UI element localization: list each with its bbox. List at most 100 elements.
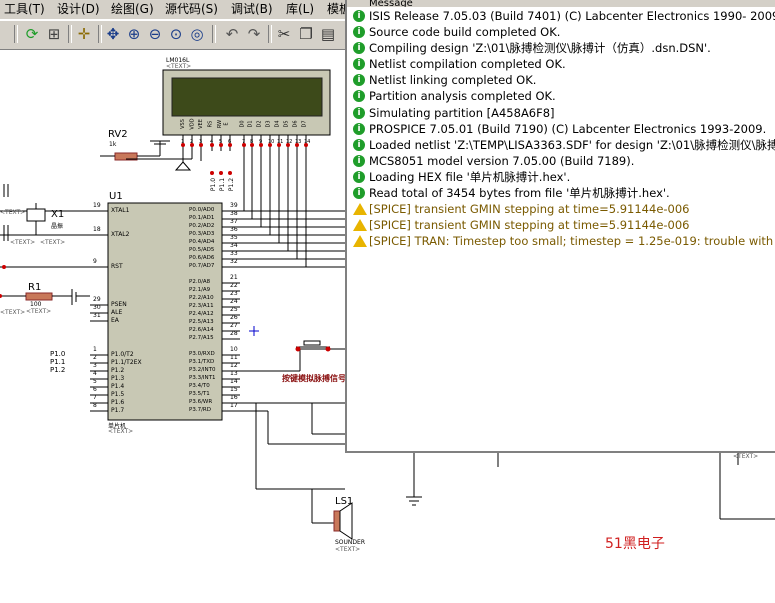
- cut-icon[interactable]: ✂: [277, 25, 291, 43]
- lcd-pin-name: D3: [265, 120, 272, 128]
- lcd-pin-name: RS: [207, 120, 214, 128]
- zoom-out-icon[interactable]: ⊖: [148, 25, 162, 43]
- u1-pin-name: P3.6/WR: [189, 399, 213, 405]
- zoom-all-icon[interactable]: ⊙: [169, 25, 183, 43]
- lcd-pin-number: 6: [228, 139, 232, 145]
- u1-pin-number: 8: [93, 402, 97, 409]
- p1-top-2-label: P1.2: [228, 177, 236, 192]
- u1-pin-name: P0.5/AD5: [189, 247, 215, 253]
- x1-crystal: [26, 208, 46, 222]
- origin-icon[interactable]: ✛: [77, 25, 91, 43]
- u1-pin-number: 38: [230, 210, 238, 217]
- u1-pin-name: P2.5/A13: [189, 319, 214, 325]
- menu-debug[interactable]: 调试(B): [231, 2, 273, 16]
- pan-icon[interactable]: ✥: [106, 25, 120, 43]
- refresh-icon[interactable]: ⟳: [25, 25, 39, 43]
- u1-pin-number: 22: [230, 282, 238, 289]
- u1-pin-number: 24: [230, 298, 238, 305]
- u1-pin-number: 10: [230, 346, 238, 353]
- undo-icon[interactable]: ↶: [225, 25, 239, 43]
- toolbar-separator: [68, 25, 72, 43]
- warning-icon: [353, 219, 367, 232]
- message-text: [SPICE] transient GMIN stepping at time=…: [369, 218, 690, 233]
- message-text: Netlist linking completed OK.: [369, 73, 537, 88]
- menu-design[interactable]: 设计(D): [57, 2, 100, 16]
- pin-dots: [0, 143, 308, 298]
- ls1-value: SOUNDER: [335, 539, 365, 546]
- menu-library[interactable]: 库(L): [286, 2, 315, 16]
- message-text: Loading HEX file '单片机脉搏计.hex'.: [369, 169, 571, 184]
- u1-left-pins: [90, 210, 108, 412]
- rv2-value: 1k: [109, 141, 117, 148]
- info-icon: i: [353, 106, 365, 119]
- lcd-pin-number: 3: [199, 139, 203, 145]
- lcd-pin-number: 11: [277, 139, 284, 145]
- ls1-sounder: [333, 510, 341, 532]
- zoom-area-icon[interactable]: ◎: [190, 25, 204, 43]
- u1-text-tag: <TEXT>: [108, 428, 134, 435]
- u1-pin-name: P0.1/AD1: [189, 215, 215, 221]
- zoom-in-icon[interactable]: ⊕: [127, 25, 141, 43]
- warning-icon: [353, 235, 367, 248]
- warning-message[interactable]: [SPICE] transient GMIN stepping at time=…: [353, 201, 775, 217]
- menu-tools[interactable]: 工具(T): [4, 2, 45, 16]
- push-button: [303, 340, 321, 346]
- p1-top-0-label: P1.0: [210, 177, 218, 192]
- u1-pin-number: 15: [230, 386, 238, 393]
- u1-pin-number: 36: [230, 226, 238, 233]
- u1-pin-name: P2.0/A8: [189, 279, 211, 285]
- u1-pin-number: 28: [230, 330, 238, 337]
- warning-message[interactable]: [SPICE] transient GMIN stepping at time=…: [353, 217, 775, 233]
- u1-pin-name: P2.2/A10: [189, 295, 214, 301]
- u1-pin-name: P0.6/AD6: [189, 255, 215, 261]
- menu-source[interactable]: 源代码(S): [165, 2, 218, 16]
- u1-pin-name: P3.1/TXD: [189, 359, 215, 365]
- lcd-pin-name: E: [223, 122, 230, 126]
- grid-icon[interactable]: ⊞: [47, 25, 61, 43]
- u1-pin-number: 35: [230, 234, 238, 241]
- u1-pin-name: P2.6/A14: [189, 327, 214, 333]
- u1-pin-number: 1: [93, 346, 97, 353]
- schematic-canvas[interactable]: LM016L <TEXT> RV2 1k U1 单片机 <TEXT> X1 晶振…: [0, 49, 775, 603]
- redo-icon[interactable]: ↷: [247, 25, 261, 43]
- info-icon: i: [353, 74, 365, 87]
- u1-pin-name: P2.1/A9: [189, 287, 211, 293]
- u1-pin-name: EA: [111, 317, 119, 324]
- lcd-pin-name: D7: [301, 120, 308, 128]
- info-message[interactable]: i Netlist linking completed OK.: [353, 72, 775, 88]
- menu-graph[interactable]: 绘图(G): [111, 2, 154, 16]
- message-text: Netlist compilation completed OK.: [369, 57, 566, 72]
- u1-pin-number: 26: [230, 314, 238, 321]
- u1-pin-number: 14: [230, 378, 238, 385]
- warning-icon: [353, 203, 367, 216]
- u1-right-pins: [222, 282, 240, 412]
- lcd-pin-number: 1: [181, 139, 185, 145]
- lcd-pin-name: D0: [239, 120, 246, 128]
- u1-pin-number: 17: [230, 402, 238, 409]
- u1-pin-number: 7: [93, 394, 97, 401]
- lcd-pin-number: 8: [250, 139, 254, 145]
- copy-icon[interactable]: ❐: [299, 25, 313, 43]
- u1-pin-number: 23: [230, 290, 238, 297]
- paste-icon[interactable]: ▤: [320, 25, 336, 43]
- u1-pin-number: 18: [93, 226, 101, 233]
- message-text: Loaded netlist 'Z:\TEMP\LISA3363.SDF' fo…: [369, 137, 775, 152]
- r1-text-tag: <TEXT>: [26, 308, 52, 315]
- lcd-pin-name: VSS: [179, 119, 186, 129]
- u1-pin-number: 30: [93, 304, 101, 311]
- u1-pin-number: 16: [230, 394, 238, 401]
- lcd-pin-name: D4: [274, 120, 281, 128]
- warning-message[interactable]: [SPICE] TRAN: Timestep too small; timest…: [353, 233, 775, 249]
